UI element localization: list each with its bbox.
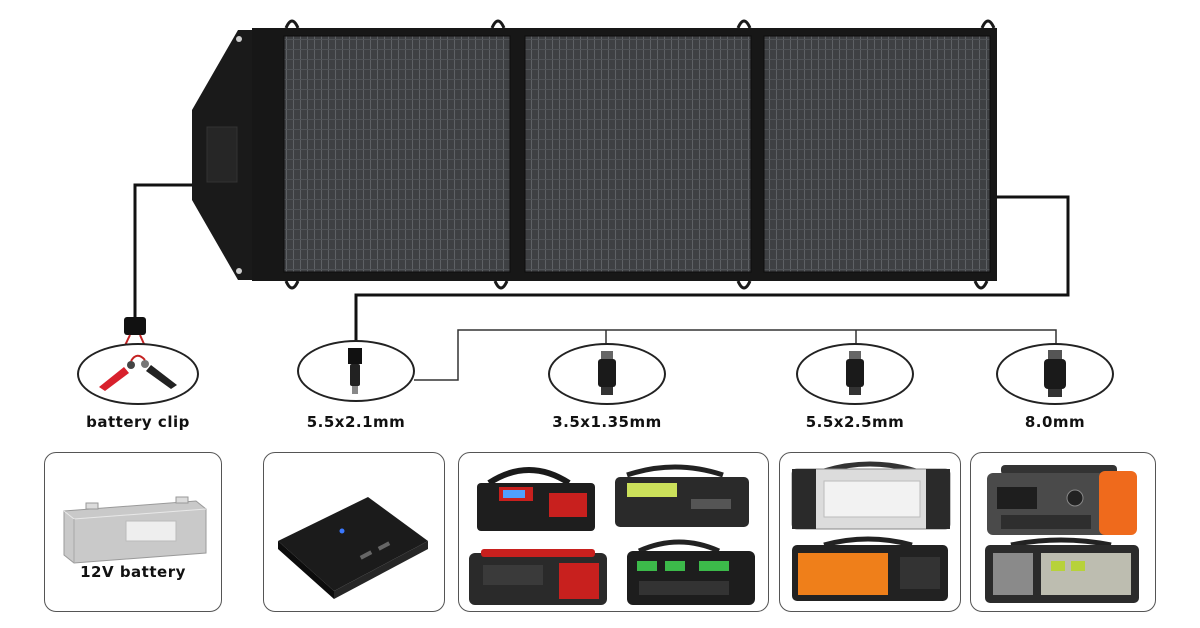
hanging-loops (284, 19, 996, 290)
cable-battery-clip (133, 183, 192, 317)
connector-circle-8mm (996, 343, 1114, 405)
cables (133, 183, 1070, 345)
connector-circle-5521 (297, 340, 415, 402)
connector-circle-35135 (548, 343, 666, 405)
battery-clip-icon (99, 354, 177, 391)
grommet (236, 268, 242, 274)
dc-plug-icon (1044, 350, 1066, 397)
cable-main-output (354, 195, 1070, 345)
device-card-stations-c (970, 452, 1156, 612)
battery-image (63, 496, 207, 564)
branch-lines (414, 329, 1057, 381)
connector-circle-battery-clip (77, 343, 199, 405)
connector-label-5521: 5.5x2.1mm (306, 413, 406, 431)
connector-circle-5525 (796, 343, 914, 405)
power-station-images (791, 461, 951, 601)
dc-plug-icon (348, 348, 362, 394)
connector-label-5525: 5.5x2.5mm (805, 413, 905, 431)
power-bank-image (278, 497, 428, 599)
power-station-images (985, 465, 1139, 603)
dc-plug-icon (598, 351, 616, 395)
dc-plug-icon (846, 351, 864, 395)
connector-label-battery-clip: battery clip (86, 413, 190, 431)
panel-section (524, 35, 752, 273)
panel-section (283, 35, 511, 273)
connector-label-8mm: 8.0mm (1024, 413, 1086, 431)
solar-panel (192, 19, 997, 290)
panel-section (763, 35, 991, 273)
device-card-stations-a (458, 452, 769, 612)
pocket (206, 126, 238, 183)
battery-label: 12V battery (80, 563, 186, 581)
grommet (236, 36, 242, 42)
device-card-battery: 12V battery (44, 452, 222, 612)
device-card-stations-b (779, 452, 961, 612)
connector-label-35135: 3.5x1.35mm (552, 413, 662, 431)
power-station-images (469, 464, 755, 605)
device-card-power-bank (263, 452, 445, 612)
